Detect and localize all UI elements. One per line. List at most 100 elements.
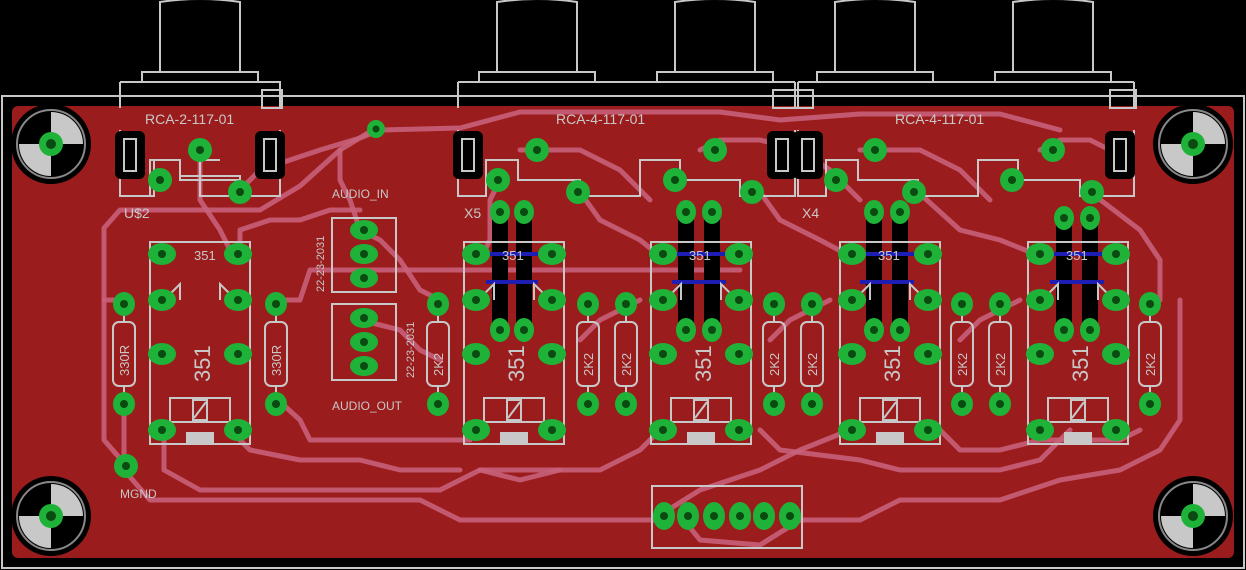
pad-hole: [736, 512, 744, 520]
trace: [757, 189, 853, 259]
chip-marker: [909, 281, 923, 300]
bottom-trace-gap: [1056, 215, 1072, 330]
rca-ground-pad: [453, 131, 483, 179]
chip-notch: [186, 432, 214, 444]
pad-hole: [1036, 426, 1044, 434]
pad-hole: [1036, 350, 1044, 358]
bottom-trace-gap: [866, 210, 882, 330]
pad-hole: [548, 250, 556, 258]
pad-hole: [1112, 296, 1120, 304]
pad-hole: [520, 326, 528, 334]
pad-hole: [360, 314, 368, 322]
mount-hole-ring: [16, 481, 86, 551]
rca-barrel-outline: [1012, 0, 1094, 72]
pad-hole: [896, 326, 904, 334]
relay-coil-mark: [507, 401, 521, 419]
relay-coil-mark: [883, 401, 897, 419]
rca-flange-outline: [656, 71, 774, 83]
x4-ref-label: X4: [802, 205, 819, 221]
pad-hole: [156, 176, 164, 184]
pad-hole: [520, 208, 528, 216]
chip-top-label: 351: [502, 248, 524, 263]
trace: [517, 147, 653, 203]
trace: [477, 427, 663, 483]
x4-value-label: RCA-4-117-01: [895, 111, 984, 127]
pad-hole: [472, 250, 480, 258]
pad-hole: [760, 512, 768, 520]
pad-hole: [848, 296, 856, 304]
trace: [677, 297, 1183, 548]
trace: [275, 397, 473, 443]
rca-ground-pad: [255, 131, 285, 179]
bottom-trace-gap: [678, 210, 694, 330]
pad-hole: [472, 350, 480, 358]
pad-hole: [496, 326, 504, 334]
pad-hole: [272, 300, 280, 308]
trace: [1087, 189, 1163, 303]
relay-coil-mark: [193, 401, 207, 419]
rca-barrel-outline: [834, 0, 916, 72]
pad-hole: [360, 250, 368, 258]
pad-hole: [870, 208, 878, 216]
pad-hole: [548, 426, 556, 434]
relay-coil-outline: [859, 397, 921, 423]
chip-side-label: 351: [880, 345, 905, 382]
pad-hole: [770, 400, 778, 408]
trace: [275, 267, 743, 303]
resistor-label: 2K2: [767, 353, 782, 376]
pad-hole: [1112, 426, 1120, 434]
bottom-trace-gap: [704, 210, 720, 330]
pad-hole: [682, 326, 690, 334]
resistor-label: 330R: [117, 345, 132, 376]
rca-x4-frame: [797, 81, 1135, 108]
pad-hole: [1060, 214, 1068, 222]
mount-hole-drill: [1188, 511, 1198, 521]
trace: [227, 427, 463, 473]
pad-hole: [958, 400, 966, 408]
pad-hole: [548, 350, 556, 358]
resistor-label: 2K2: [805, 353, 820, 376]
rca-flange-outline: [994, 71, 1112, 83]
pad-hole: [360, 338, 368, 346]
rca-u2-frame: [119, 81, 281, 108]
trace: [657, 427, 853, 518]
rca-flange-outline: [478, 71, 596, 83]
pad-hole: [711, 146, 719, 154]
pad-hole: [234, 250, 242, 258]
mount-hole-drill: [46, 511, 56, 521]
pad-hole: [1049, 146, 1057, 154]
chip-marker: [668, 281, 682, 300]
pad-hole: [748, 188, 756, 196]
chip-marker: [219, 281, 233, 300]
bottom-trace-gap: [492, 210, 508, 330]
chip-notch: [500, 432, 528, 444]
rca-ground-pad: [1105, 131, 1135, 179]
audio-in-header-outline: [331, 217, 397, 293]
pad-hole: [1112, 250, 1120, 258]
rca-x5-frame: [457, 81, 796, 108]
resistor-label: 2K2: [993, 353, 1008, 376]
pad-hole: [1060, 326, 1068, 334]
resistor-label: 330R: [269, 345, 284, 376]
rca-flange-outline: [141, 71, 259, 83]
pad-hole: [533, 146, 541, 154]
relay-coil: [693, 399, 709, 421]
x5-value-label: RCA-4-117-01: [556, 111, 645, 127]
pad-hole: [684, 512, 692, 520]
rca-ground-pad-mark: [461, 138, 475, 172]
rca-barrel-outline: [159, 0, 241, 72]
pad-hole: [808, 400, 816, 408]
resistor-label: 2K2: [431, 353, 446, 376]
pad-hole: [682, 208, 690, 216]
trace: [915, 189, 1043, 259]
pad-hole: [272, 400, 280, 408]
rca-ground-pad: [793, 131, 823, 179]
relay-coil-outline: [169, 397, 231, 423]
pad-hole: [848, 350, 856, 358]
rca-ground-pad: [115, 131, 145, 179]
pad-hole: [496, 208, 504, 216]
trace: [161, 427, 563, 493]
pad-hole: [360, 226, 368, 234]
chip-top-label: 351: [1066, 248, 1088, 263]
